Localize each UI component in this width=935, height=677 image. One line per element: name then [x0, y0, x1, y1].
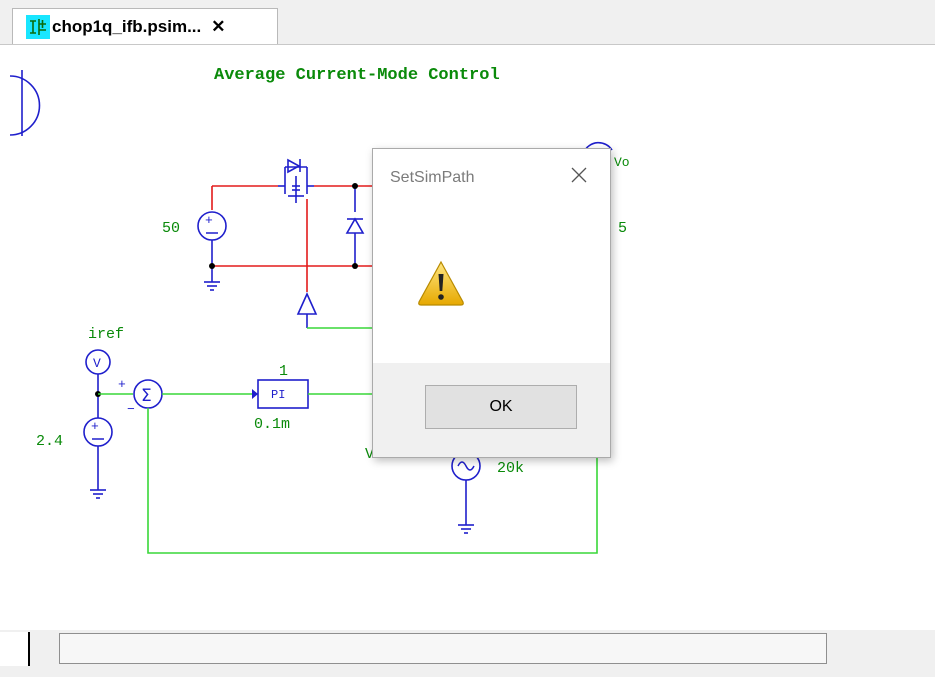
svg-text:+: +: [205, 213, 213, 228]
partial-label: V: [365, 446, 374, 463]
dc-source-value: 50: [162, 220, 180, 237]
summing-junction[interactable]: Σ: [133, 379, 163, 409]
junction-dot: [352, 263, 358, 269]
close-icon[interactable]: [567, 163, 591, 187]
tab-strip: chop1q_ifb.psim... ✕: [0, 0, 935, 45]
carrier-source[interactable]: [451, 451, 481, 534]
carrier-frequency: 20k: [497, 460, 524, 477]
sum-plus: +: [118, 377, 126, 392]
voltmeter-symbol: V: [93, 356, 101, 371]
mosfet-switch[interactable]: [278, 158, 314, 203]
ref-source-value: 2.4: [36, 433, 63, 450]
svg-text:+: +: [91, 419, 99, 434]
pi-time-constant: 0.1m: [254, 416, 290, 433]
pi-gain: 1: [279, 363, 288, 380]
feedback-wire: [147, 408, 598, 554]
scroll-thumb[interactable]: [59, 633, 827, 664]
dc-source-2-4[interactable]: +: [83, 417, 113, 499]
arrow-icon: [252, 389, 258, 399]
output-label: Vo: [614, 155, 630, 170]
setsimpath-dialog: SetSimPath OK: [372, 148, 611, 458]
tab-chop1q-ifb[interactable]: chop1q_ifb.psim... ✕: [12, 8, 278, 44]
probe-symbol-partial[interactable]: [9, 70, 41, 136]
sum-minus: −: [127, 402, 135, 417]
schematic-drawing: Average Current-Mode Control + 50: [9, 66, 630, 554]
scroll-left-button[interactable]: [0, 632, 30, 666]
schematic-title: Average Current-Mode Control: [214, 66, 500, 85]
ref-label: iref: [88, 326, 124, 343]
output-value: 5: [618, 220, 627, 237]
pi-label: PI: [271, 388, 285, 402]
ok-button[interactable]: OK: [425, 385, 577, 429]
schematic-canvas[interactable]: Average Current-Mode Control + 50: [0, 45, 935, 630]
dialog-title: SetSimPath: [390, 169, 475, 186]
gate-driver[interactable]: [296, 292, 318, 328]
freewheel-diode[interactable]: [345, 186, 365, 266]
dc-source-50[interactable]: +: [197, 211, 227, 291]
tab-title: chop1q_ifb.psim...: [52, 16, 202, 36]
junction-dot: [209, 263, 215, 269]
warning-icon: [416, 259, 466, 307]
power-wires: [211, 185, 372, 292]
svg-text:Σ: Σ: [141, 386, 152, 406]
horizontal-scrollbar[interactable]: [0, 630, 935, 677]
dialog-footer: OK: [373, 363, 610, 457]
pi-controller[interactable]: PI: [257, 379, 309, 409]
voltmeter-iref[interactable]: V: [85, 349, 111, 418]
junction-dot: [352, 183, 358, 189]
tab-close-icon[interactable]: ✕: [211, 16, 226, 36]
psim-schematic-icon: [26, 14, 50, 39]
